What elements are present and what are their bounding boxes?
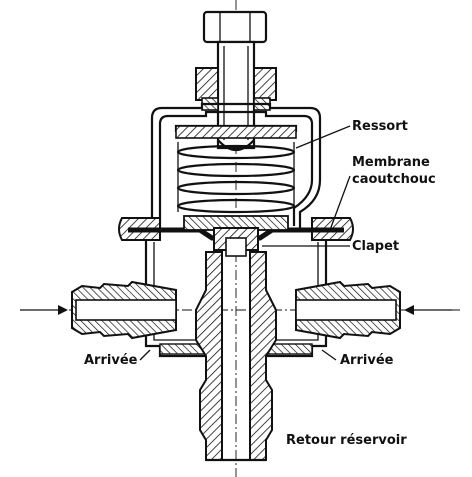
inlet-arrow-right [404, 305, 452, 315]
valve [213, 227, 259, 257]
inlet-nozzle-left [71, 280, 177, 340]
lock-nut [195, 67, 277, 111]
label-retour: Retour réservoir [286, 433, 407, 448]
label-arrivee-right: Arrivée [340, 353, 394, 368]
upper-housing [150, 102, 322, 230]
label-membrane-line1: Membrane [352, 155, 430, 170]
spring-cup [174, 124, 298, 139]
label-clapet: Clapet [352, 239, 399, 254]
label-ressort: Ressort [352, 119, 408, 134]
return-tube [195, 251, 277, 462]
label-membrane-line2: caoutchouc [352, 172, 436, 187]
inlet-arrow-left [20, 305, 68, 315]
spring [176, 142, 296, 214]
label-arrivee-left: Arrivée [84, 353, 138, 368]
inlet-nozzle-right [295, 280, 401, 340]
leader-lines [139, 125, 351, 361]
